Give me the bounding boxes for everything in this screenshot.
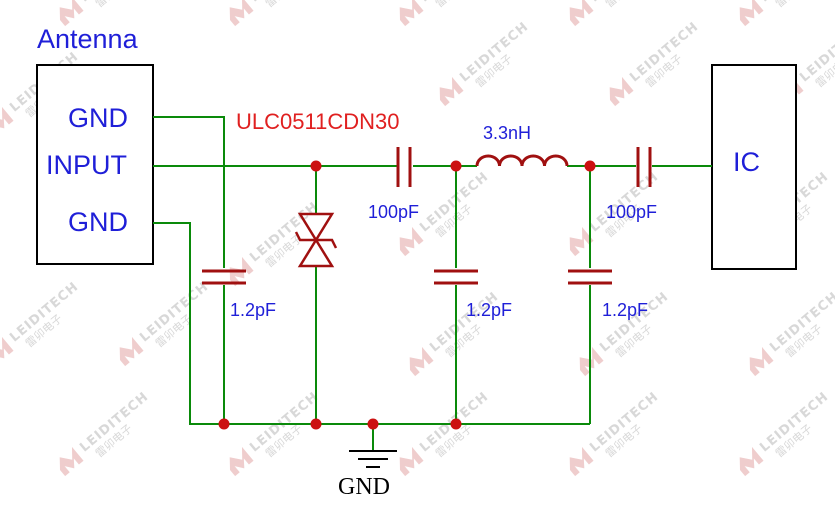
svg-text:LEIDITECH: LEIDITECH bbox=[247, 0, 322, 5]
junction-layer bbox=[218, 160, 596, 430]
junction-dot bbox=[310, 160, 322, 172]
junction-dot bbox=[218, 418, 230, 430]
tvs-diode bbox=[294, 212, 338, 268]
svg-text:雷卯电子: 雷卯电子 bbox=[93, 0, 135, 10]
svg-text:LEIDITECH: LEIDITECH bbox=[587, 0, 662, 5]
antenna-block bbox=[36, 64, 154, 265]
cap-shunt-right-value: 1.2pF bbox=[602, 300, 648, 320]
antenna-title: Antenna bbox=[37, 24, 139, 54]
cap-series-2 bbox=[636, 147, 652, 187]
svg-text:雷卯电子: 雷卯电子 bbox=[773, 0, 815, 10]
cap-shunt-mid bbox=[434, 269, 478, 285]
wire-network bbox=[153, 116, 712, 450]
antenna-pin-gnd-top: GND bbox=[68, 103, 128, 133]
wire-gnd-bottom-bus bbox=[153, 222, 590, 425]
ic-label: IC bbox=[733, 147, 760, 177]
svg-text:雷卯电子: 雷卯电子 bbox=[433, 0, 475, 10]
ground-symbol bbox=[349, 450, 397, 468]
junction-dot bbox=[450, 418, 462, 430]
inductor-coil bbox=[475, 154, 569, 167]
svg-text:LEIDITECH: LEIDITECH bbox=[757, 0, 832, 5]
cap-series-1-value: 100pF bbox=[368, 202, 419, 222]
inductor-value: 3.3nH bbox=[483, 123, 531, 143]
junction-dot bbox=[584, 160, 596, 172]
cap-shunt-right bbox=[568, 269, 612, 285]
junction-dot bbox=[310, 418, 322, 430]
cap-series-1 bbox=[396, 147, 412, 187]
svg-text:雷卯电子: 雷卯电子 bbox=[603, 0, 645, 10]
ground-label: GND bbox=[338, 474, 390, 500]
component-layer bbox=[202, 147, 652, 285]
wire-gnd-top bbox=[153, 116, 225, 268]
cap-shunt-mid-value: 1.2pF bbox=[466, 300, 512, 320]
antenna-pin-gnd-bottom: GND bbox=[68, 207, 128, 237]
svg-text:雷卯电子: 雷卯电子 bbox=[263, 0, 305, 10]
junction-dot bbox=[450, 160, 462, 172]
tvs-part-number: ULC0511CDN30 bbox=[236, 109, 399, 134]
cap-series-2-value: 100pF bbox=[606, 202, 657, 222]
junction-dot bbox=[367, 418, 379, 430]
svg-text:LEIDITECH: LEIDITECH bbox=[77, 0, 152, 5]
ic-block bbox=[711, 64, 797, 270]
cap-shunt-left-value: 1.2pF bbox=[230, 300, 276, 320]
antenna-pin-input: INPUT bbox=[46, 150, 127, 180]
svg-text:LEIDITECH: LEIDITECH bbox=[417, 0, 492, 5]
cap-shunt-left bbox=[202, 269, 246, 285]
